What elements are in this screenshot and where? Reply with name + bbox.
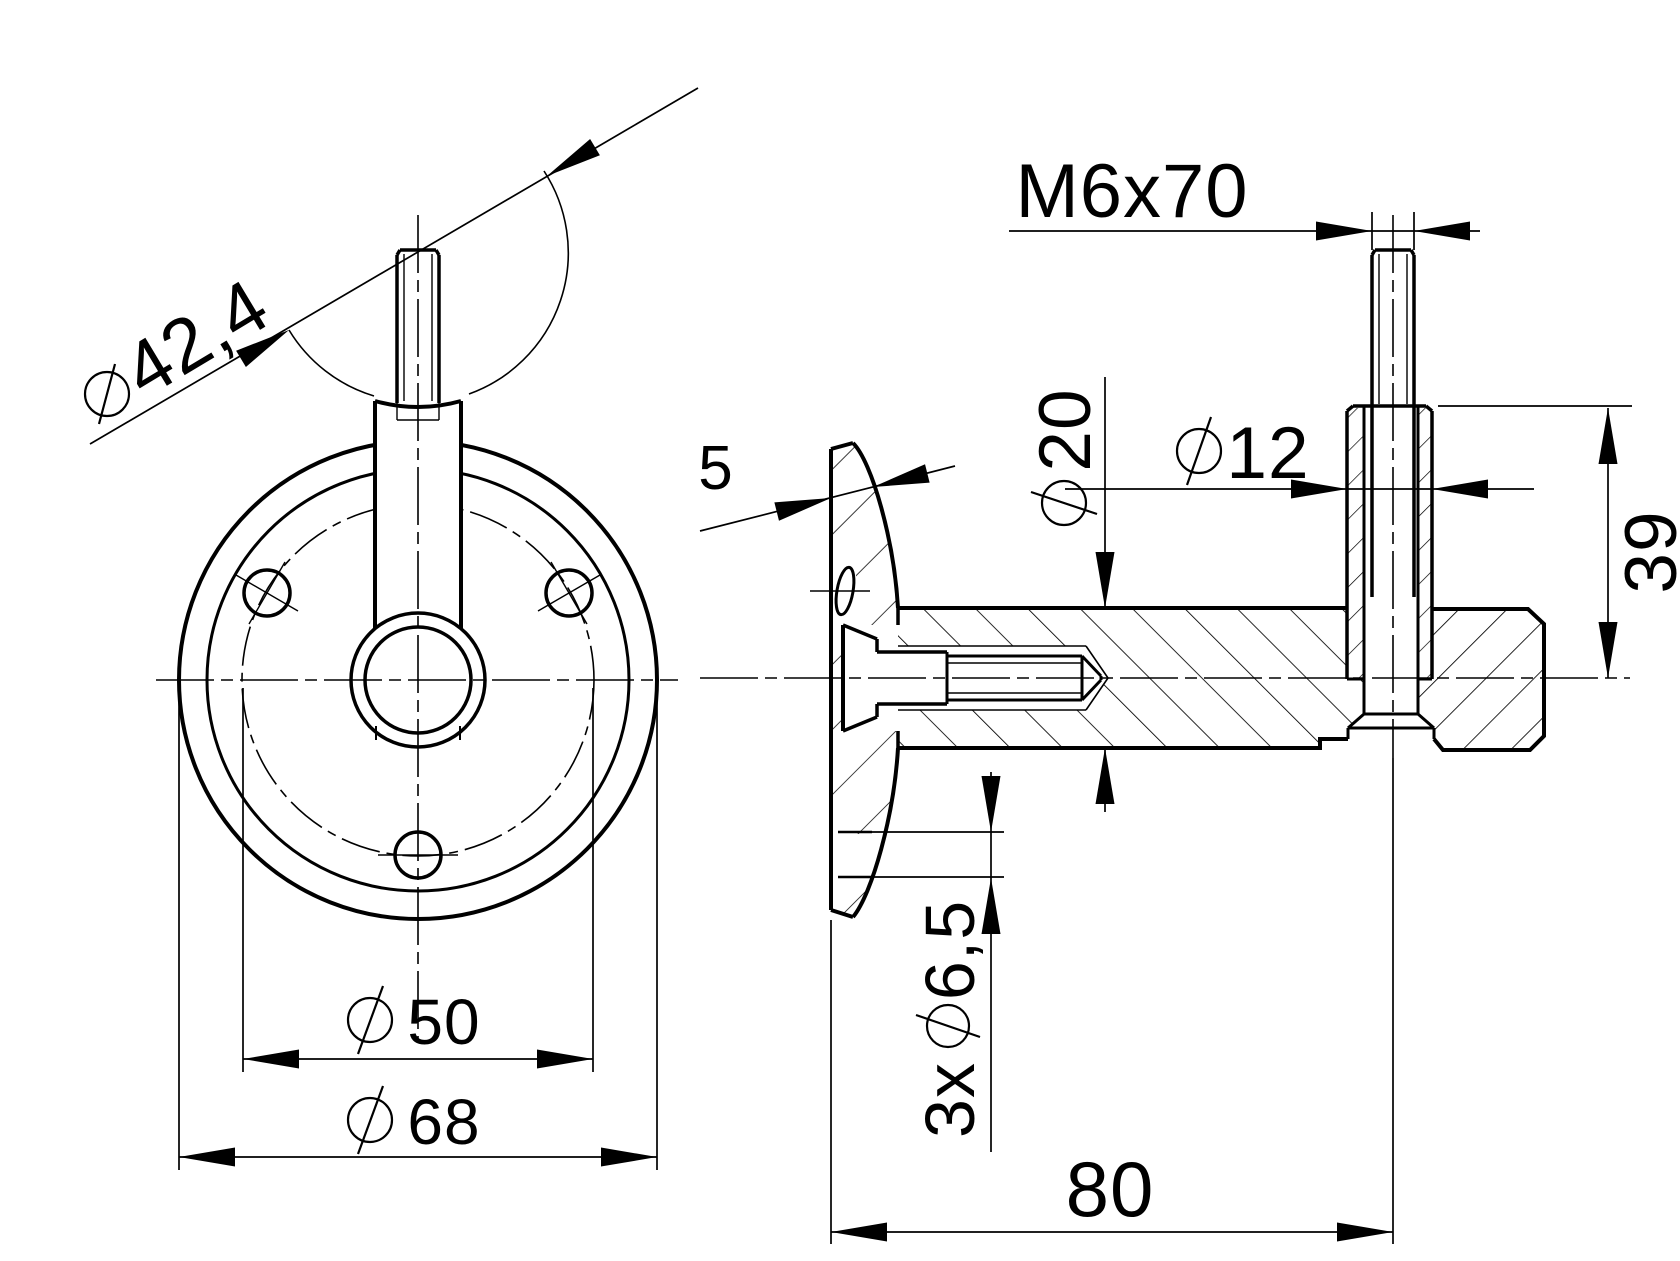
side-view: [700, 215, 1630, 919]
dim-overall-depth: 80: [830, 758, 1394, 1244]
dim-label-bolt-circle: 50: [407, 986, 480, 1058]
dim-tube-diameter: 12: [1065, 413, 1534, 499]
dim-label-stud-thread: M6x70: [1015, 149, 1248, 234]
dim-tube-height: 39: [1438, 405, 1680, 678]
dim-handrail-diameter: 42,4: [83, 87, 699, 445]
handrail-phantom-arc: [288, 170, 570, 397]
threaded-stud-side: [1370, 248, 1416, 597]
diameter-symbol-icon: [1175, 416, 1223, 486]
dim-label-hole-diameter: 6,5: [911, 900, 989, 1000]
dim-arm-diameter: 20: [1025, 377, 1115, 812]
countersunk-screw: [841, 623, 1109, 733]
dim-plate-thickness: 5: [698, 434, 956, 532]
diameter-symbol-icon: [346, 985, 394, 1055]
dim-label-tube-diameter: 12: [1226, 413, 1309, 494]
handrail-tube: [1345, 404, 1434, 679]
mounting-hole-top-right: [537, 561, 601, 625]
end-block: [1418, 607, 1546, 752]
slot-hole: [834, 565, 856, 617]
dim-label-arm-diameter: 20: [1025, 388, 1106, 471]
diameter-symbol-icon: [346, 1085, 394, 1155]
dim-label-tube-height: 39: [1611, 510, 1680, 593]
diameter-symbol-icon: [915, 1003, 981, 1049]
wall-plate: [810, 441, 900, 919]
dim-label-hole-count: 3x: [911, 1062, 989, 1138]
mounting-hole-top-left: [235, 561, 299, 625]
dim-bolt-circle: 50: [242, 688, 594, 1072]
threaded-stud-front: [395, 248, 441, 421]
dim-label-plate-thickness: 5: [698, 434, 733, 503]
dim-label-flange-diameter: 68: [407, 1086, 480, 1158]
saddle-post: [373, 399, 463, 740]
dim-label-handrail-diameter: 42,4: [109, 263, 283, 414]
dim-mounting-holes: 6,5 3x: [872, 772, 1004, 1152]
dimensions: 42,4 M6x70 20: [83, 87, 1680, 1244]
front-view: [156, 170, 678, 1042]
dim-flange-diameter: 68: [178, 688, 658, 1170]
dim-label-overall-depth: 80: [1066, 1145, 1155, 1233]
diameter-symbol-icon: [83, 363, 131, 425]
diameter-symbol-icon: [1030, 479, 1098, 527]
dim-stud-thread: M6x70: [1009, 149, 1480, 250]
